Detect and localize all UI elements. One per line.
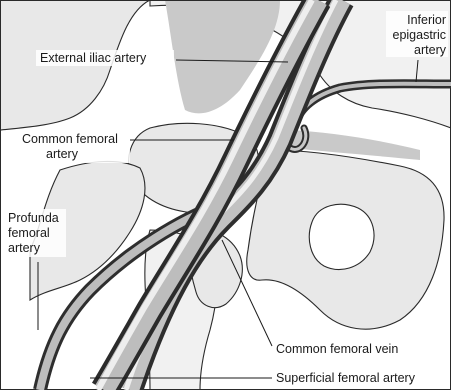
label-common-femoral-artery-line1: Common femoral	[22, 132, 118, 146]
label-profunda-line3: artery	[8, 241, 41, 255]
label-profunda-line1: Profunda	[8, 211, 59, 225]
label-superficial-femoral-artery: Superficial femoral artery	[276, 371, 416, 385]
label-inferior-epigastric-line2: epigastric	[393, 28, 447, 42]
label-common-femoral-vein: Common femoral vein	[276, 342, 398, 356]
label-profunda-line2: femoral	[8, 226, 50, 240]
obturator-foramen	[309, 204, 374, 269]
label-common-femoral-artery-line2: artery	[46, 147, 79, 161]
label-external-iliac-artery: External iliac artery	[40, 51, 147, 65]
label-inferior-epigastric-line1: Inferior	[407, 13, 446, 27]
label-inferior-epigastric-line3: artery	[414, 43, 447, 57]
